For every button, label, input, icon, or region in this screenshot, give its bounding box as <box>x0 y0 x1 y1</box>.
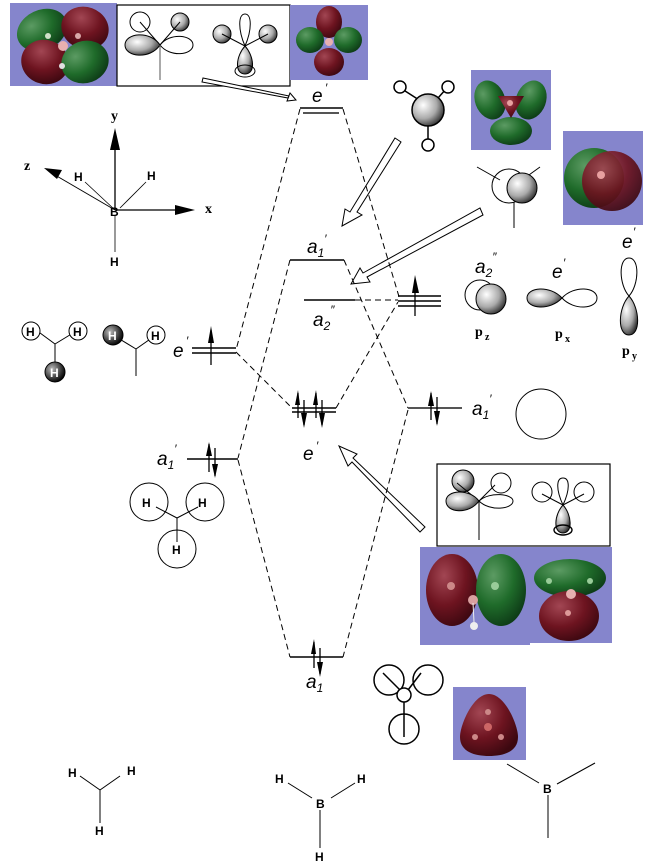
svg-text:e: e <box>303 444 314 465</box>
svg-text:z: z <box>485 332 490 343</box>
mo-render-e-prime-bottom-a <box>420 547 530 645</box>
b-py-orbital: p y <box>619 257 639 362</box>
center-level-a1-prime-upper: a1′ <box>290 232 344 261</box>
orbital-cartoon-top-right <box>393 80 455 152</box>
svg-text:′: ′ <box>325 81 328 95</box>
axes-atom-b: B <box>110 205 119 219</box>
svg-text:p: p <box>475 325 483 340</box>
svg-text:e: e <box>552 262 563 283</box>
h3-group-orbital-e-b: H H <box>102 324 166 376</box>
svg-text:B: B <box>316 797 325 811</box>
center-level-a1-prime-lowest: a1′ <box>290 639 343 695</box>
svg-text:a1′: a1′ <box>472 392 492 422</box>
axis-label-z: z <box>24 159 30 174</box>
svg-text:a2″: a2″ <box>313 303 335 333</box>
center-level-e-prime-bonding: e ′ <box>292 390 336 465</box>
right-level-a1-prime: a1′ <box>408 391 492 426</box>
svg-text:H: H <box>108 329 117 343</box>
axis-label-y: y <box>111 109 118 124</box>
svg-text:H: H <box>315 850 324 864</box>
center-level-a2-double-prime: a2″ <box>304 299 355 333</box>
orbital-cartoon-box-top <box>116 4 291 87</box>
svg-text:H: H <box>127 764 136 778</box>
svg-text:H: H <box>26 325 35 339</box>
mo-render-e-prime-b <box>290 5 368 80</box>
mo-render-a1-prime <box>453 687 526 760</box>
right-level-p-set <box>398 275 441 316</box>
coordinate-axes: y x z B H H H <box>24 109 212 269</box>
mo-render-a2-double-prime <box>471 70 551 150</box>
svg-text:H: H <box>151 329 160 343</box>
svg-text:p: p <box>622 344 630 359</box>
svg-text:y: y <box>632 351 637 362</box>
svg-text:a2″: a2″ <box>475 250 497 280</box>
svg-text:H: H <box>275 772 284 786</box>
orbital-cartoon-right-mid <box>476 166 541 228</box>
svg-text:e: e <box>173 341 184 362</box>
svg-text:H: H <box>95 824 104 838</box>
svg-text:H: H <box>68 766 77 780</box>
svg-text:e: e <box>312 86 323 107</box>
b-px-orbital: e ′ p x <box>526 256 598 345</box>
mo-render-e-prime-right: e ′ <box>563 131 643 253</box>
orbital-cartoon-box-bottom <box>436 463 611 547</box>
svg-text:′: ′ <box>186 334 189 348</box>
svg-text:′: ′ <box>563 256 566 270</box>
svg-text:H: H <box>198 496 207 510</box>
center-level-e-prime-top: e ′ <box>300 81 343 114</box>
svg-text:e: e <box>622 232 633 253</box>
bh3-structure: H B H H <box>275 772 366 864</box>
left-level-a1-prime: a1′ <box>157 442 238 478</box>
svg-text:H: H <box>73 325 82 339</box>
mo-render-e-prime-a <box>10 3 117 86</box>
hollow-arrow-to-a2 <box>350 207 484 285</box>
svg-text:p: p <box>555 327 563 342</box>
svg-text:H: H <box>142 496 151 510</box>
electron-pair-1 <box>295 390 307 428</box>
hollow-arrow-to-e-bonding <box>338 445 426 533</box>
h3-group-orbital-e-a: H H H <box>21 321 88 383</box>
b-2s-orbital <box>515 388 567 440</box>
svg-text:′: ′ <box>633 225 636 239</box>
h3-group-orbital-a1: H H H <box>129 482 225 569</box>
h3-fragment-structure: H H H <box>68 764 136 838</box>
axes-atom-h2: H <box>147 169 156 183</box>
svg-text:H: H <box>50 366 59 380</box>
left-level-e-prime: e ′ <box>173 326 236 365</box>
b-fragment-structure: B <box>506 762 596 838</box>
svg-text:H: H <box>172 543 181 557</box>
hollow-arrow-to-top-e <box>201 77 297 102</box>
orbital-cartoon-a1-bottom <box>373 664 444 745</box>
svg-text:H: H <box>357 772 366 786</box>
svg-text:a1′: a1′ <box>157 442 177 472</box>
svg-text:x: x <box>565 334 570 345</box>
correlation-lines <box>235 108 409 658</box>
axis-label-x: x <box>205 202 212 217</box>
b-pz-orbital: a2″ p z <box>464 250 507 343</box>
hollow-arrow-to-a1-upper <box>341 137 402 227</box>
mo-render-e-prime-bottom-b <box>530 547 612 643</box>
electron-pair-2 <box>313 390 325 428</box>
svg-text:′: ′ <box>316 439 319 453</box>
axes-atom-h1: H <box>74 170 83 184</box>
svg-text:a1′: a1′ <box>307 232 327 260</box>
svg-text:B: B <box>543 782 552 796</box>
axes-atom-h3: H <box>110 255 119 269</box>
